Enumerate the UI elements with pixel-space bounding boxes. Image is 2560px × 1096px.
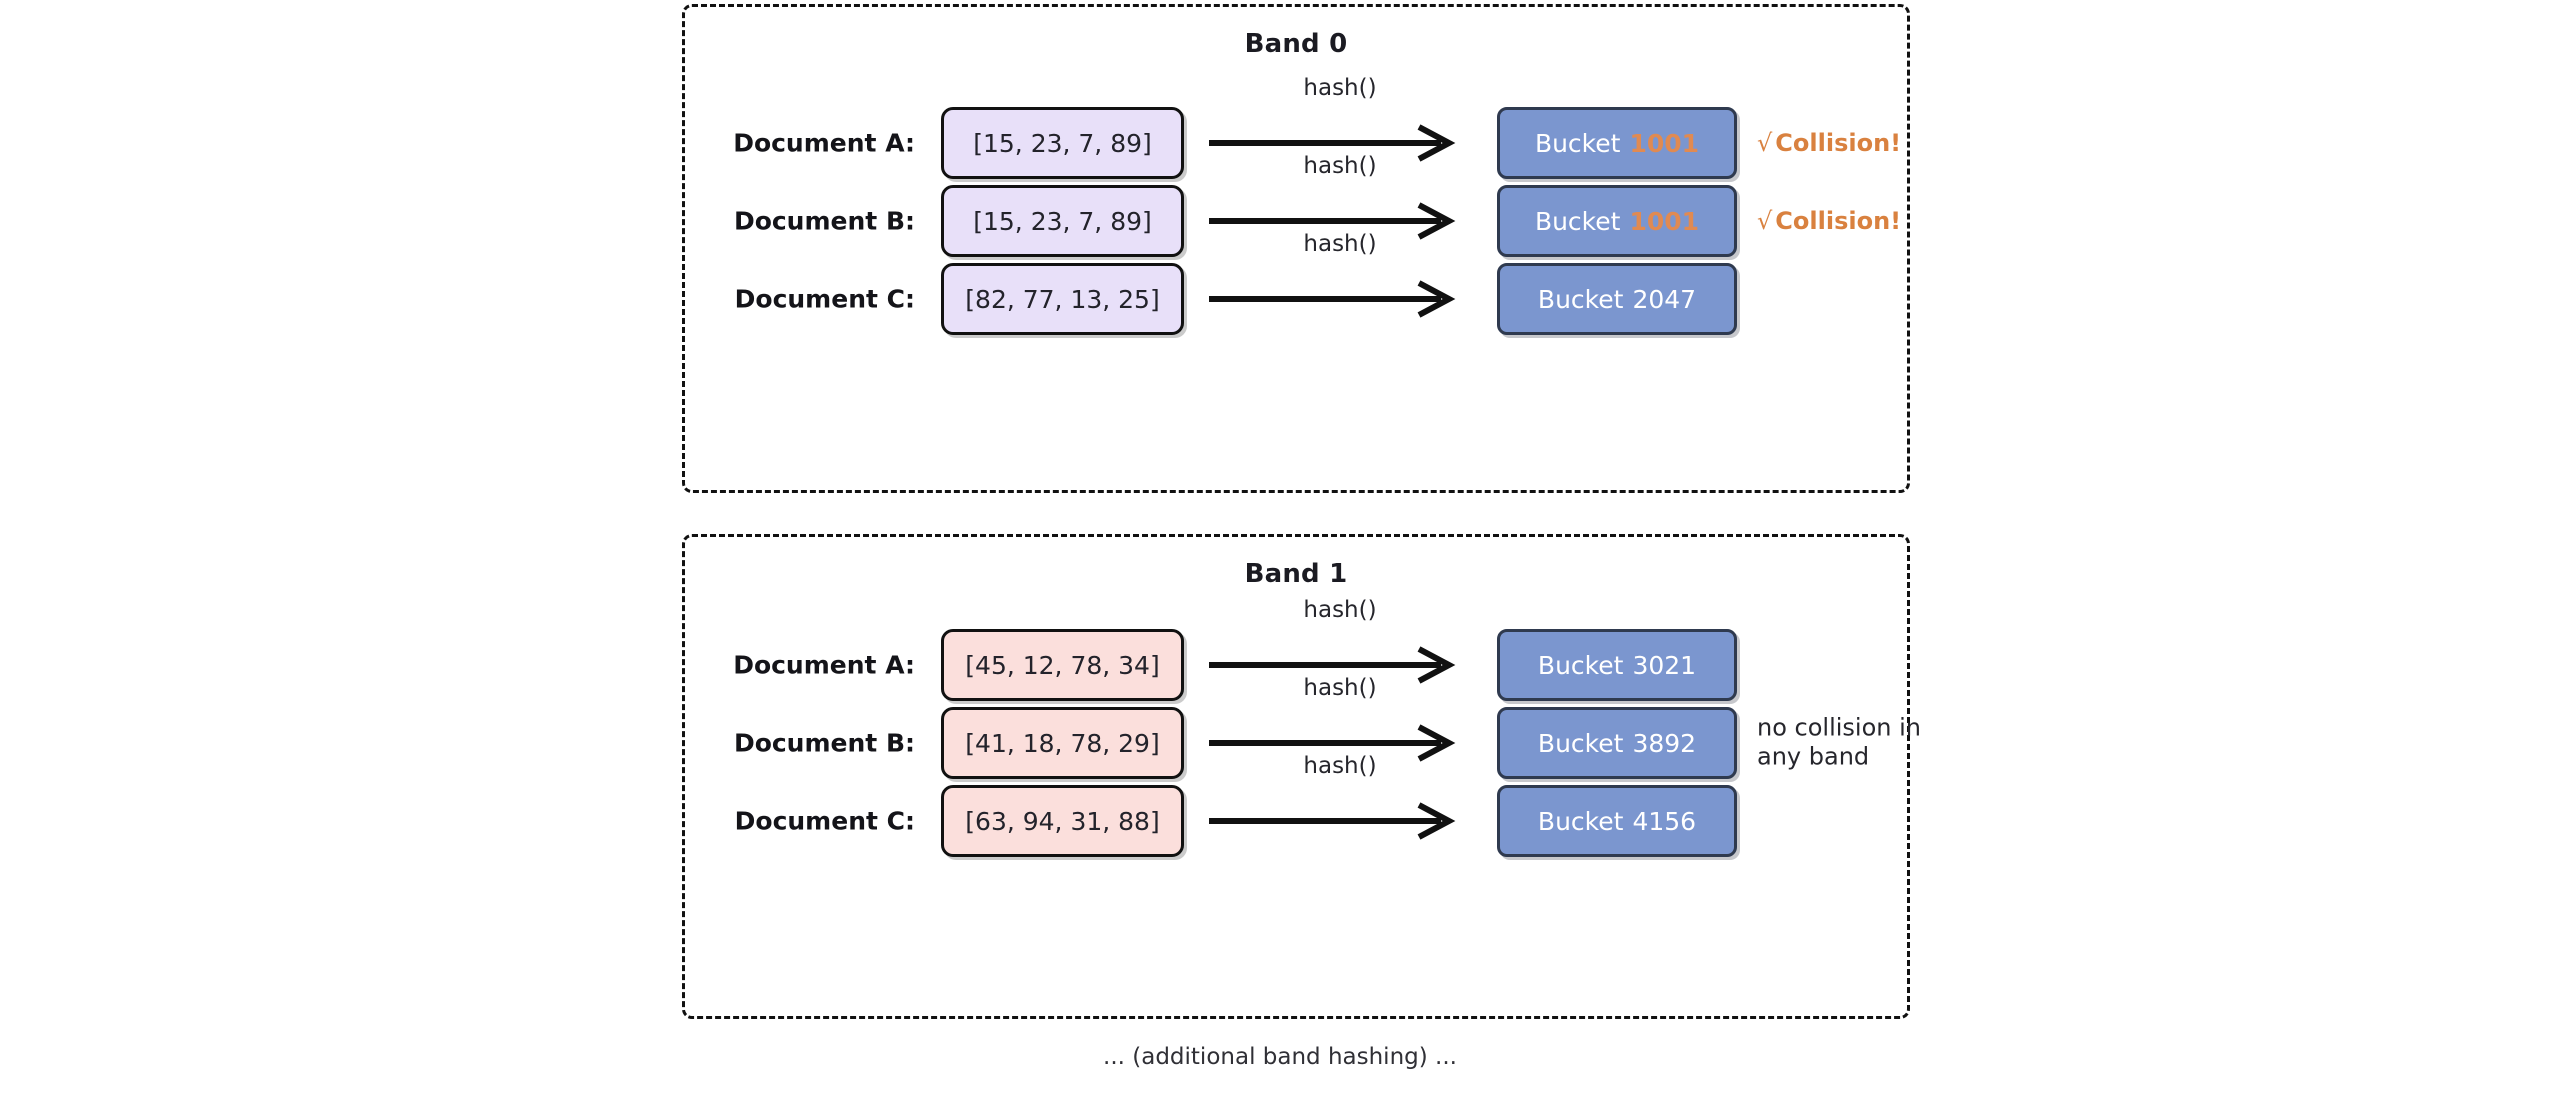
bucket-id: 4156 [1632,806,1697,836]
bucket-word: Bucket [1534,128,1621,158]
hash-arrow-group: hash() [1205,153,1475,259]
footer-caption: ... (additional band hashing) ... [1103,1044,1457,1070]
collision-badge: √Collision! [1757,129,1901,157]
bucket-id: 1001 [1629,206,1700,236]
document-label: Document A: [733,650,915,680]
bucket-chip: Bucket 1001 [1497,185,1737,257]
no-collision-note: no collision in any band [1757,713,1921,771]
document-hash-row: Document B: [15, 23, 7, 89] hash() Bucket 10… [685,153,1907,259]
collision-badge: √Collision! [1757,207,1901,235]
bucket-id: 3021 [1632,650,1697,680]
bucket-word: Bucket [1537,806,1624,836]
document-hash-row: Document C: [63, 94, 31, 88] hash() Bucket 4… [685,753,1907,859]
document-label: Document A: [733,128,915,158]
hash-function-label: hash() [1303,153,1377,179]
document-label: Document B: [733,728,915,758]
document-hash-row: Document A: [45, 12, 78, 34] hash() Bucket 3… [685,597,1907,703]
collision-label: Collision! [1775,129,1902,157]
hash-function-label: hash() [1303,597,1377,623]
bucket-chip: Bucket 2047 [1497,263,1737,335]
hash-arrow-group: hash() [1205,675,1475,781]
check-icon: √ [1757,129,1773,157]
collision-label: Collision! [1775,207,1902,235]
bucket-id: 1001 [1629,128,1700,158]
hash-function-label: hash() [1303,675,1377,701]
bucket-word: Bucket [1537,728,1624,758]
bucket-chip: Bucket 3892 [1497,707,1737,779]
document-hash-row: Document A: [15, 23, 7, 89] hash() Bucket 10… [685,75,1907,181]
document-label: Document C: [734,284,915,314]
bucket-chip: Bucket 4156 [1497,785,1737,857]
hash-function-label: hash() [1303,75,1377,101]
signature-chip: [63, 94, 31, 88] [941,785,1184,857]
hash-function-label: hash() [1303,231,1377,257]
band-title: Band 0 [1244,29,1348,59]
signature-chip: [82, 77, 13, 25] [941,263,1184,335]
check-icon: √ [1757,207,1773,235]
signature-chip: [41, 18, 78, 29] [941,707,1184,779]
signature-chip: [15, 23, 7, 89] [941,107,1184,179]
document-label: Document B: [733,206,915,236]
bucket-chip: Bucket 3021 [1497,629,1737,701]
bucket-id: 2047 [1632,284,1697,314]
hash-arrow-group: hash() [1205,75,1475,181]
bucket-word: Bucket [1534,206,1621,236]
document-label: Document C: [734,806,915,836]
bucket-id: 3892 [1632,728,1697,758]
bucket-chip: Bucket 1001 [1497,107,1737,179]
band-container-1: Band 1 Document A: [45, 12, 78, 34] hash()… [682,534,1921,1019]
bucket-word: Bucket [1537,284,1624,314]
band-title: Band 1 [1244,559,1348,589]
hash-function-label: hash() [1303,753,1377,779]
bucket-word: Bucket [1537,650,1624,680]
signature-chip: [45, 12, 78, 34] [941,629,1184,701]
hash-arrow-group: hash() [1205,231,1475,337]
document-hash-row: Document B: [41, 18, 78, 29] hash() Bucket 3… [685,675,1921,781]
hash-arrow-group: hash() [1205,753,1475,859]
hash-arrow-group: hash() [1205,597,1475,703]
document-hash-row: Document C: [82, 77, 13, 25] hash() Bucket 2… [685,231,1907,337]
band-container-0: Band 0 Document A: [15, 23, 7, 89] hash() B… [682,4,1910,493]
signature-chip: [15, 23, 7, 89] [941,185,1184,257]
